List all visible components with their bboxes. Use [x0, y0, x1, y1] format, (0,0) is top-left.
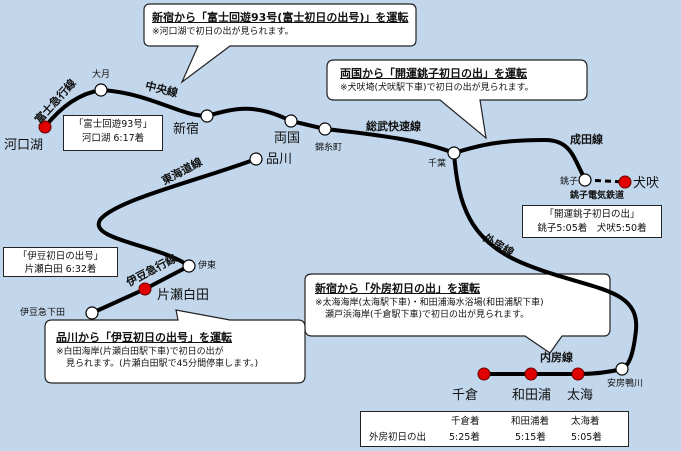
line-label-sobu: 総武快速線 [366, 120, 421, 133]
callout-note: ※白田海岸(片瀬白田駅下車)で初日の出が [56, 347, 224, 357]
line-label-narita: 成田線 [570, 133, 603, 146]
station-ito: 伊東 [198, 261, 217, 271]
station-choshi: 銚子 [560, 177, 579, 187]
timetable-cell: 5:25着 [449, 432, 480, 443]
callout-note: 見られます。(片瀬白田駅で45分間停車します。) [66, 359, 259, 369]
line-label-choshi-dentetsu: 銚子電気鉄道 [570, 191, 625, 201]
info-line: 「伊豆初日の出号」 [17, 251, 104, 262]
station-kamogawa: 安房鴨川 [607, 379, 644, 389]
callout-choshi-text: 両国から「開運銚子初日の出」を運転 ※犬吠埼(犬吠駅下車)で初日の出が見られます… [340, 68, 534, 94]
node-shinjuku [200, 109, 214, 123]
callout-note: ※太海海岸(太海駅下車)・和田浦海水浴場(和田浦駅下車) [315, 298, 544, 308]
dest-inubo [618, 175, 632, 189]
station-shinjuku: 新宿 [173, 122, 200, 137]
station-ryogoku: 両国 [274, 131, 301, 146]
callout-note: ※河口湖で初日の出が見られます。 [152, 27, 294, 37]
timetable-cell: 5:05着 [571, 432, 602, 443]
station-wadaura: 和田浦 [512, 388, 552, 403]
timetable-header: 太海着 [571, 416, 600, 427]
callout-choshi [326, 59, 588, 140]
dest-futomi [571, 367, 585, 381]
node-kinshicho [318, 122, 332, 136]
callout-title: 品川から「伊豆初日の出号」を運転 [56, 331, 232, 344]
callout-title: 新宿から「外房初日の出」を運転 [315, 282, 480, 295]
station-inubo: 犬吠 [633, 176, 660, 191]
node-otsuki [94, 83, 108, 97]
node-ryogoku [284, 114, 298, 128]
dest-katase [138, 282, 152, 296]
callout-note: 瀬戸浜海岸(千倉駅下車)で初日の出が見られます。 [325, 310, 530, 320]
station-otsuki: 大月 [92, 70, 111, 80]
info-line: 河口湖 6:17着 [81, 133, 145, 144]
timetable-cell: 5:15着 [515, 432, 546, 443]
station-kawaguchiko: 河口湖 [4, 138, 44, 153]
callout-izu-text: 品川から「伊豆初日の出号」を運転 ※白田海岸(片瀬白田駅下車)で初日の出が 見ら… [56, 332, 258, 370]
station-katase: 片瀬白田 [157, 288, 210, 303]
node-chiba [447, 146, 461, 160]
info-line: 「富士回遊93号」 [73, 119, 153, 130]
station-chiba: 千葉 [428, 159, 447, 169]
timetable-header: 和田浦着 [511, 416, 550, 427]
node-ito [182, 259, 196, 273]
callout-title: 両国から「開運銚子初日の出」を運転 [340, 67, 527, 80]
timetable-row-label: 外房初日の出 [369, 432, 427, 443]
callout-fuji [143, 3, 417, 84]
station-futomi: 太海 [567, 388, 594, 403]
track-tokaido-izu [90, 157, 258, 315]
station-chikura: 千倉 [452, 388, 479, 403]
node-choshi [578, 173, 592, 187]
info-box-choshi: 「開運銚子初日の出」 銚子5:05着 犬吠5:50着 [522, 205, 662, 238]
callout-fuji-text: 新宿から「富士回遊93号(富士初日の出号)」を運転 ※河口湖で初日の出が見られま… [152, 12, 408, 38]
dest-chikura [477, 367, 491, 381]
track-sotobo [452, 151, 639, 376]
station-shinagawa: 品川 [266, 152, 293, 167]
node-kamogawa [615, 362, 629, 376]
station-shimoda: 伊豆急下田 [20, 308, 66, 318]
callout-title: 新宿から「富士回遊93号(富士初日の出号)」を運転 [152, 11, 409, 24]
callout-note: ※犬吠埼(犬吠駅下車)で初日の出が見られます。 [340, 83, 534, 93]
callout-sotobo [304, 273, 611, 354]
info-box-izu: 「伊豆初日の出号」 片瀬白田 6:32着 [3, 247, 118, 277]
timetable-header: 千倉着 [451, 416, 480, 427]
dest-wadaura [524, 367, 538, 381]
info-line: 「開運銚子初日の出」 [544, 209, 640, 220]
callout-sotobo-text: 新宿から「外房初日の出」を運転 ※太海海岸(太海駅下車)・和田浦海水浴場(和田浦… [315, 283, 544, 321]
node-shinagawa [249, 152, 263, 166]
track-choshi-dentetsu [584, 178, 626, 184]
station-kinshicho: 錦糸町 [315, 143, 343, 153]
line-label-uchibo: 内房線 [540, 351, 573, 364]
node-shimoda [85, 306, 99, 320]
dest-kawaguchiko [38, 120, 52, 134]
timetable: 千倉着 和田浦着 太海着 外房初日の出 5:25着 5:15着 5:05着 [360, 411, 629, 447]
callout-izu [44, 309, 306, 384]
info-line: 銚子5:05着 犬吠5:50着 [537, 223, 647, 234]
info-line: 片瀬白田 6:32着 [24, 264, 97, 275]
info-box-fuji: 「富士回遊93号」 河口湖 6:17着 [63, 115, 163, 151]
